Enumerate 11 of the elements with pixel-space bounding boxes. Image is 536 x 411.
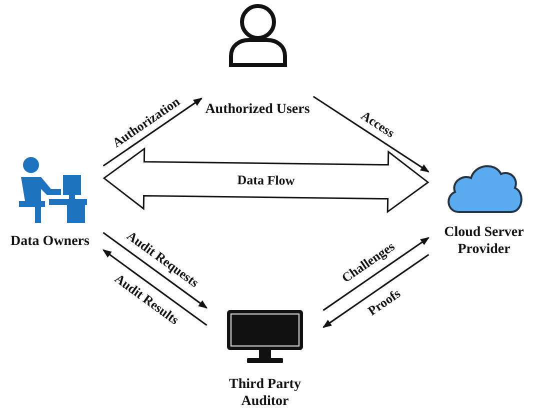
- arrow: [102, 98, 202, 167]
- arrow: [312, 96, 430, 172]
- node-label: Authorized Users: [205, 101, 310, 118]
- arrow: [102, 232, 208, 309]
- arrow: [322, 236, 430, 311]
- node-label: Third Party Auditor: [228, 376, 302, 410]
- node-label: Data Owners: [10, 233, 90, 250]
- arrow: [322, 254, 430, 328]
- double-block-arrow: [102, 147, 430, 214]
- arrow: [102, 249, 208, 326]
- node-label: Cloud Server Provider: [443, 224, 525, 258]
